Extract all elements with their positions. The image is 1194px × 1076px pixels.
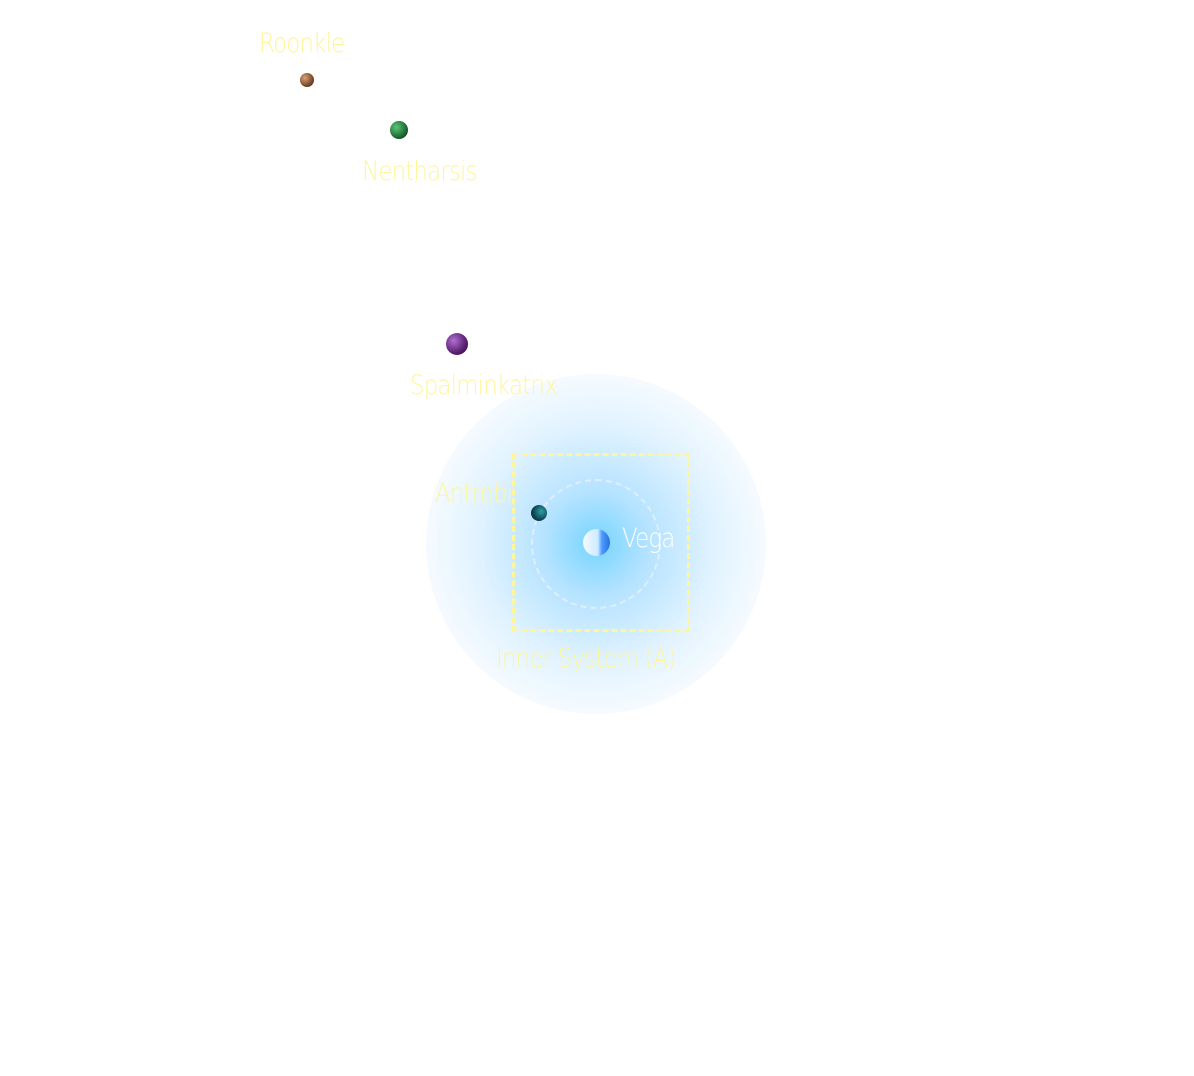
star-vega[interactable]	[583, 529, 610, 556]
planet-antrobi[interactable]	[531, 505, 547, 521]
planet-label-spalminkatrix: Spalminkatrix	[410, 370, 558, 401]
planet-label-antrobi: Antrobi	[435, 478, 513, 509]
planet-roonkle[interactable]	[300, 73, 314, 87]
planet-spalminkatrix[interactable]	[446, 333, 468, 355]
inner-system-box[interactable]	[512, 453, 690, 632]
planet-label-nentharsis: Nentharsis	[362, 156, 478, 187]
star-label-vega: Vega	[622, 523, 675, 554]
planet-label-roonkle: Roonkle	[259, 28, 345, 59]
orbit-ring	[531, 479, 661, 609]
planet-nentharsis[interactable]	[390, 121, 408, 139]
group-label: Inner System (A)	[496, 643, 676, 674]
